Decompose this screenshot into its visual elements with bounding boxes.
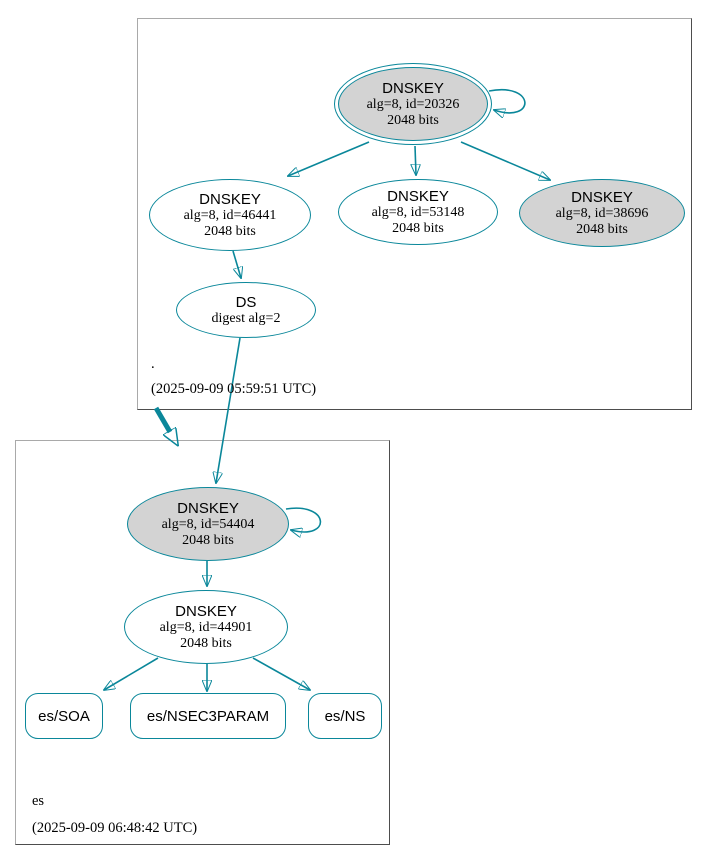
dnskey-node-53148[interactable]: DNSKEY alg=8, id=53148 2048 bits [338, 179, 498, 245]
dnskey-node-54404[interactable]: DNSKEY alg=8, id=54404 2048 bits [127, 487, 289, 561]
root-zone-timestamp: (2025-09-09 05:59:51 UTC) [151, 381, 317, 397]
dnskey-node-38696[interactable]: DNSKEY alg=8, id=38696 2048 bits [519, 179, 685, 247]
es-zone-timestamp: (2025-09-09 06:48:42 UTC) [32, 820, 198, 836]
node-bits: 2048 bits [182, 532, 234, 548]
node-detail: alg=8, id=38696 [555, 205, 649, 221]
dnskey-node-20326-inner-ring: DNSKEY alg=8, id=20326 2048 bits [338, 67, 488, 141]
node-detail: alg=8, id=20326 [366, 96, 460, 112]
cluster-root-zone [137, 18, 692, 410]
rrset-es-soa[interactable]: es/SOA [25, 693, 103, 739]
node-detail: alg=8, id=54404 [161, 516, 255, 532]
root-zone-label: . [151, 356, 155, 372]
node-bits: 2048 bits [576, 221, 628, 237]
node-title: DNSKEY [177, 499, 239, 517]
edge-root-zone-to-es-zone [153, 406, 170, 432]
es-zone-label: es [32, 793, 45, 809]
rrset-es-nsec3param[interactable]: es/NSEC3PARAM [130, 693, 286, 739]
rrset-label: es/NS [324, 707, 366, 725]
node-title: DNSKEY [387, 187, 449, 205]
node-title: DNSKEY [571, 188, 633, 206]
rrset-label: es/SOA [38, 707, 90, 725]
node-detail: alg=8, id=53148 [371, 204, 465, 220]
node-bits: 2048 bits [180, 635, 232, 651]
dnskey-node-20326[interactable]: DNSKEY alg=8, id=20326 2048 bits [334, 63, 492, 145]
node-bits: 2048 bits [204, 223, 256, 239]
node-title: DNSKEY [382, 79, 444, 97]
rrset-label: es/NSEC3PARAM [146, 707, 270, 725]
cluster-es-zone [15, 440, 390, 845]
dnskey-node-44901[interactable]: DNSKEY alg=8, id=44901 2048 bits [124, 590, 288, 664]
node-detail: alg=8, id=46441 [183, 207, 277, 223]
node-bits: 2048 bits [387, 112, 439, 128]
node-title: DS [235, 293, 257, 311]
node-title: DNSKEY [175, 602, 237, 620]
node-detail: digest alg=2 [211, 310, 281, 326]
ds-node[interactable]: DS digest alg=2 [176, 282, 316, 338]
node-bits: 2048 bits [392, 220, 444, 236]
node-title: DNSKEY [199, 190, 261, 208]
dnskey-node-46441[interactable]: DNSKEY alg=8, id=46441 2048 bits [149, 179, 311, 251]
rrset-es-ns[interactable]: es/NS [308, 693, 382, 739]
node-detail: alg=8, id=44901 [159, 619, 253, 635]
